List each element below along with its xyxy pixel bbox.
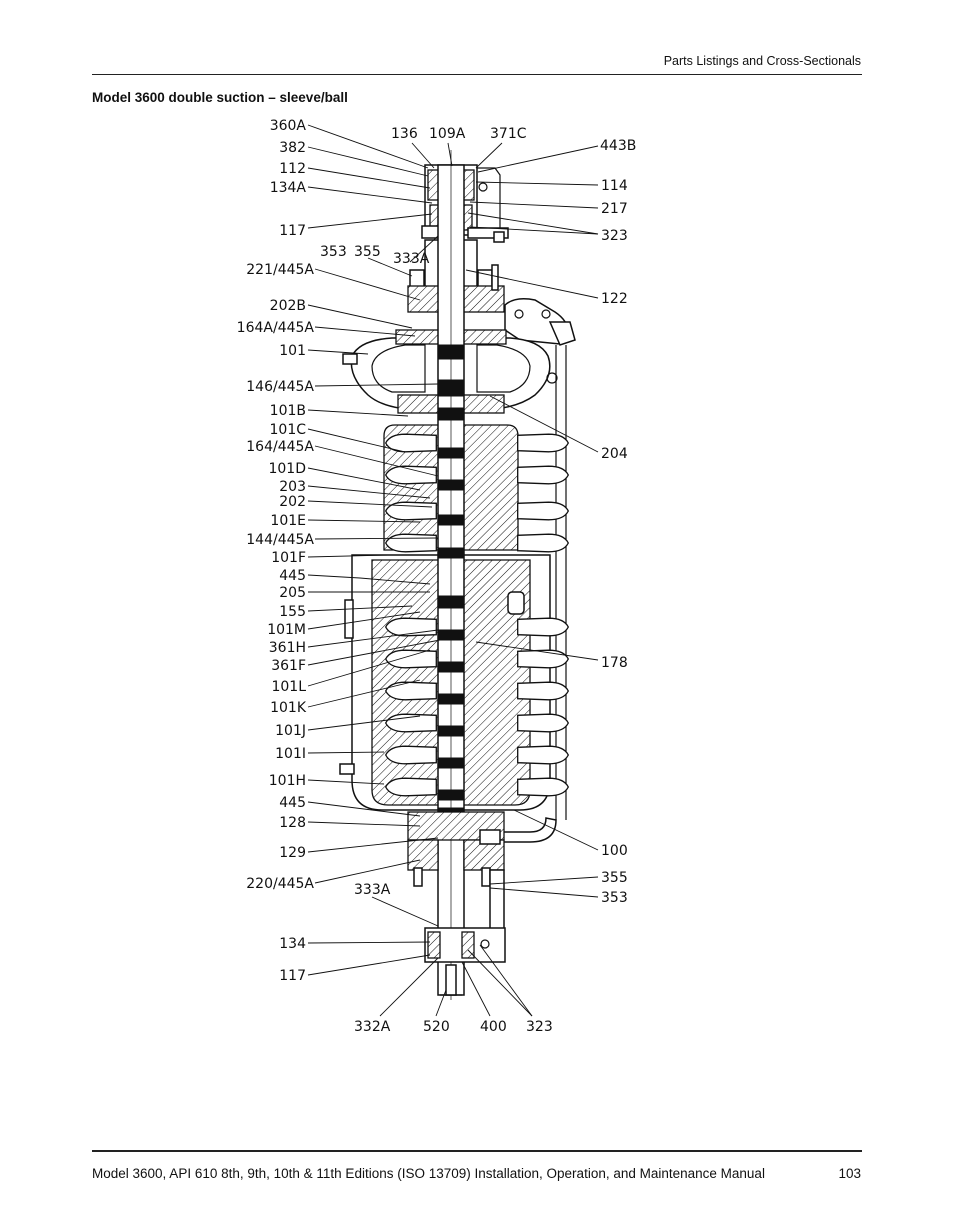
label-221-445A: 221/445A	[246, 262, 314, 278]
label-217: 217	[601, 201, 628, 217]
label-101H: 101H	[269, 773, 306, 789]
label-443B-clip: 443B	[600, 138, 636, 154]
label-323-top: 323	[601, 228, 628, 244]
label-332A: 332A	[354, 1019, 391, 1035]
running-header: Parts Listings and Cross-Sectionals	[663, 54, 861, 68]
footer-rule	[92, 1150, 862, 1152]
label-202: 202	[279, 494, 306, 510]
label-353-top: 353	[320, 244, 347, 260]
page-number: 103	[838, 1166, 861, 1181]
label-155: 155	[279, 604, 306, 620]
label-101L: 101L	[271, 679, 306, 695]
label-101D: 101D	[268, 461, 306, 477]
label-382: 382	[279, 140, 306, 156]
label-205: 205	[279, 585, 306, 601]
label-101E: 101E	[270, 513, 306, 529]
label-134A: 134A	[270, 180, 307, 196]
label-203: 203	[279, 479, 306, 495]
label-146-445A: 146/445A	[246, 379, 314, 395]
label-355-top: 355	[354, 244, 381, 260]
label-204: 204	[601, 446, 628, 462]
label-361F: 361F	[271, 658, 306, 674]
footer-manual-title: Model 3600, API 610 8th, 9th, 10th & 11t…	[92, 1166, 765, 1181]
label-129: 129	[279, 845, 306, 861]
label-101K: 101K	[270, 700, 307, 716]
label-109A: 109A	[429, 126, 466, 142]
label-101F: 101F	[271, 550, 306, 566]
label-128: 128	[279, 815, 306, 831]
header-rule	[92, 74, 862, 75]
label-101J: 101J	[275, 723, 306, 739]
label-117-bottom: 117	[279, 968, 306, 984]
label-101M: 101M	[267, 622, 306, 638]
label-114: 114	[601, 178, 628, 194]
label-355-bottom: 355	[601, 870, 628, 886]
label-144-445A: 144/445A	[246, 532, 314, 548]
label-361H: 361H	[269, 640, 306, 656]
label-445-upper: 445	[279, 568, 306, 584]
label-117-top: 117	[279, 223, 306, 239]
label-445-lower: 445	[279, 795, 306, 811]
label-101B: 101B	[270, 403, 306, 419]
figure-title: Model 3600 double suction – sleeve/ball	[92, 90, 348, 105]
label-400: 400	[480, 1019, 507, 1035]
part-labels: 360A 382 112 134A 117 353 355 333A 221/4…	[237, 118, 637, 1035]
label-371C: 371C	[490, 126, 527, 142]
pump-drawing	[339, 150, 576, 1000]
label-101I: 101I	[275, 746, 306, 762]
leader-lines	[307, 124, 599, 1017]
label-134: 134	[279, 936, 306, 952]
label-333A-bottom: 333A	[354, 882, 391, 898]
label-360A: 360A	[270, 118, 307, 134]
label-220-445A: 220/445A	[246, 876, 314, 892]
label-202B: 202B	[270, 298, 306, 314]
label-323-bottom: 323	[526, 1019, 553, 1035]
label-164A-445A: 164A/445A	[237, 320, 315, 336]
label-443B: 443B	[600, 138, 636, 154]
label-164-445A: 164/445A	[246, 439, 314, 455]
label-353-bottom: 353	[601, 890, 628, 906]
label-136: 136	[391, 126, 418, 142]
label-333A-top: 333A	[393, 251, 430, 267]
label-101: 101	[279, 343, 306, 359]
label-122: 122	[601, 291, 628, 307]
label-112: 112	[279, 161, 306, 177]
label-100: 100	[601, 843, 628, 859]
label-178: 178	[601, 655, 628, 671]
label-101C: 101C	[270, 422, 307, 438]
label-520: 520	[423, 1019, 450, 1035]
